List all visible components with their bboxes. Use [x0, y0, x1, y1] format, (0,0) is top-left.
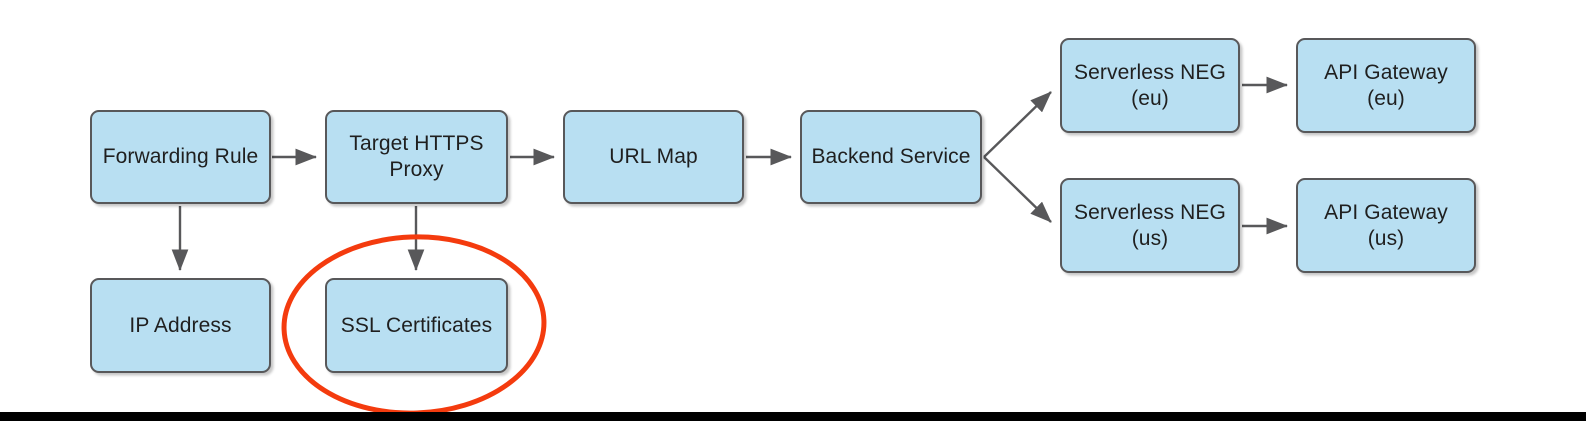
node-forwarding-rule[interactable]: Forwarding Rule [90, 110, 271, 204]
node-url-map[interactable]: URL Map [563, 110, 744, 204]
node-backend-service[interactable]: Backend Service [800, 110, 982, 204]
node-serverless-neg-us[interactable]: Serverless NEG (us) [1060, 178, 1240, 273]
node-api-gateway-eu[interactable]: API Gateway (eu) [1296, 38, 1476, 133]
node-ip-address[interactable]: IP Address [90, 278, 271, 373]
node-ssl-certificates[interactable]: SSL Certificates [325, 278, 508, 373]
edge-backend-service-to-serverless-neg-us [983, 156, 1052, 223]
edge-backend-service-to-serverless-neg-eu [983, 91, 1052, 158]
bottom-band [0, 412, 1586, 421]
node-api-gateway-us[interactable]: API Gateway (us) [1296, 178, 1476, 273]
node-target-https-proxy[interactable]: Target HTTPS Proxy [325, 110, 508, 204]
node-serverless-neg-eu[interactable]: Serverless NEG (eu) [1060, 38, 1240, 133]
